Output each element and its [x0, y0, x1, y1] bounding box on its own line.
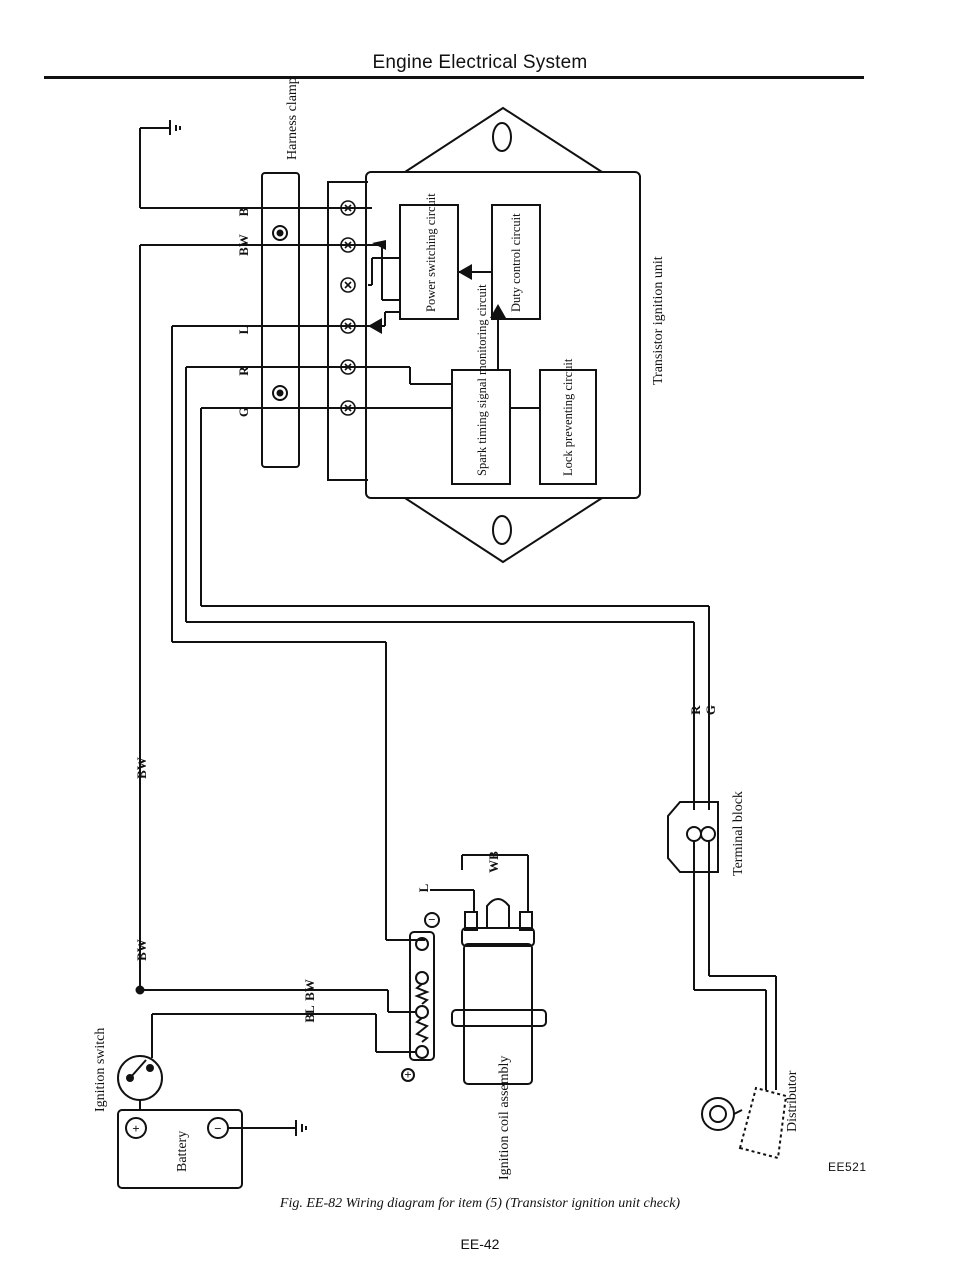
header-rule: [44, 76, 864, 79]
ground-symbol-battery: [295, 1120, 307, 1136]
duty-control-circuit-label: Duty control circuit: [509, 213, 523, 312]
figure-code: EE521: [828, 1160, 867, 1174]
distributor-label: Distributor: [785, 1070, 800, 1132]
wire-label-b: B: [236, 207, 251, 216]
coil-minus-symbol: −: [428, 912, 435, 927]
transistor-ignition-unit: [365, 171, 641, 499]
spark-timing-circuit-box: [451, 369, 511, 485]
wire-label-g-bottom: G: [703, 705, 718, 715]
lock-preventing-circuit-box: [539, 369, 597, 485]
power-switching-circuit-box: [399, 204, 459, 320]
distributor: [701, 1086, 788, 1160]
wire-label-r: R: [236, 366, 251, 376]
duty-control-circuit-box: [491, 204, 541, 320]
ignition-switch: [117, 1055, 163, 1101]
battery-plus-symbol: +: [132, 1121, 139, 1136]
wire-label-r-bottom: R: [688, 705, 703, 715]
wire-label-l-coil: L: [416, 883, 431, 892]
coil-plus-symbol: +: [404, 1067, 411, 1082]
figure-caption: Fig. EE-82 Wiring diagram for item (5) (…: [279, 1196, 681, 1211]
transistor-ignition-unit-label: Transistor ignition unit: [651, 256, 666, 385]
page-number: EE-42: [460, 1236, 500, 1252]
wire-label-l: L: [236, 325, 251, 334]
battery-minus-symbol: −: [214, 1121, 221, 1136]
unit-connector: [327, 181, 368, 481]
wire-label-g: G: [236, 407, 251, 417]
page-header: Engine Electrical System: [372, 52, 588, 73]
wire-label-bw-top: BW: [236, 234, 251, 256]
wire-label-wb: WB: [486, 851, 501, 873]
battery-label: Battery: [175, 1131, 190, 1172]
wire-label-bw-coil: BW: [302, 979, 317, 1001]
ignition-switch-label: Ignition switch: [93, 1028, 108, 1112]
battery: [117, 1109, 243, 1189]
lock-preventing-circuit-label: Lock preventing circuit: [561, 358, 575, 476]
terminal-block-label: Terminal block: [731, 791, 746, 876]
wire-label-bw-low: BW: [134, 939, 149, 961]
resistor-strip: [409, 931, 435, 1061]
wire-label-bl: BL: [302, 1005, 317, 1023]
ignition-coil-assembly-label: Ignition coil assembly: [497, 1056, 512, 1180]
harness-clamp: [261, 172, 300, 468]
ground-symbol-top: [140, 120, 181, 135]
wire-label-bw-mid: BW: [134, 757, 149, 779]
ignition-coil-body: [463, 943, 533, 1085]
harness-clamp-label: Harness clamp: [285, 77, 300, 160]
spark-timing-circuit-label: Spark timing signal monitoring circuit: [475, 284, 489, 476]
terminal-block: [667, 801, 719, 873]
power-switching-circuit-label: Power switching circuit: [424, 193, 438, 312]
